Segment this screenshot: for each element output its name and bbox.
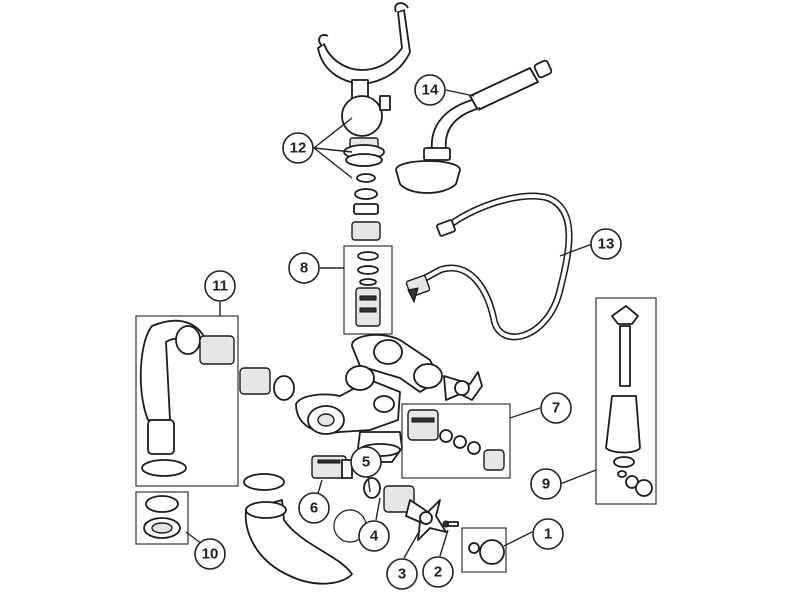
indice-caps: [468, 539, 505, 565]
crosshead-handle-upper: [443, 371, 483, 401]
callout-12: 12: [282, 132, 314, 164]
parts-box-11: [135, 315, 239, 487]
svg-text:6: 6: [310, 500, 318, 517]
svg-text:8: 8: [300, 260, 308, 277]
callout-8: 8: [288, 252, 320, 284]
parts-box-1: [461, 527, 507, 573]
svg-text:1: 1: [544, 526, 552, 543]
connector-fittings: [239, 367, 295, 401]
svg-text:5: 5: [362, 454, 370, 471]
leader-lines: [185, 89, 597, 559]
parts-box-7: [401, 403, 511, 479]
bath-spout: [243, 473, 353, 585]
svg-text:11: 11: [212, 278, 228, 295]
svg-text:13: 13: [598, 236, 615, 253]
svg-text:3: 3: [398, 566, 406, 583]
callout-1: 1: [532, 518, 564, 550]
callout-14: 14: [414, 74, 446, 106]
shower-hose: [405, 192, 573, 341]
svg-text:14: 14: [422, 82, 439, 99]
parts-box-8: [343, 245, 393, 335]
shroud-4: [383, 485, 415, 513]
cradle-fittings: [343, 137, 385, 241]
diverter-cartridge: [355, 251, 381, 327]
callout-3: 3: [386, 558, 418, 590]
shower-cradle: [317, 2, 411, 137]
svg-text:7: 7: [552, 400, 560, 417]
mixer-body: [295, 333, 443, 463]
callout-13: 13: [590, 228, 622, 260]
callout-6: 6: [298, 492, 330, 524]
svg-text:10: 10: [202, 546, 219, 563]
callout-10: 10: [194, 538, 226, 570]
shower-handset: [395, 59, 553, 194]
parts-box-9: [595, 297, 657, 505]
callout-2: 2: [422, 556, 454, 588]
crosshead-handle-3: [405, 499, 447, 541]
svg-text:12: 12: [290, 140, 307, 157]
valve-cartridge-7: [407, 409, 505, 471]
diverter-spindle: [605, 305, 653, 497]
callout-9: 9: [530, 468, 562, 500]
callout-5: 5: [350, 446, 382, 478]
screw-2: [442, 520, 459, 528]
svg-text:2: 2: [434, 564, 442, 581]
valve-spindle-6: [311, 455, 353, 479]
callout-7: 7: [540, 392, 572, 424]
base-washers: [143, 495, 181, 539]
callout-11: 11: [204, 270, 236, 302]
parts-box-10: [135, 491, 189, 545]
svg-text:9: 9: [542, 476, 550, 493]
callout-4: 4: [358, 520, 390, 552]
svg-text:4: 4: [370, 528, 379, 545]
washer-5: [363, 477, 381, 499]
shower-riser-housing: [139, 319, 235, 477]
